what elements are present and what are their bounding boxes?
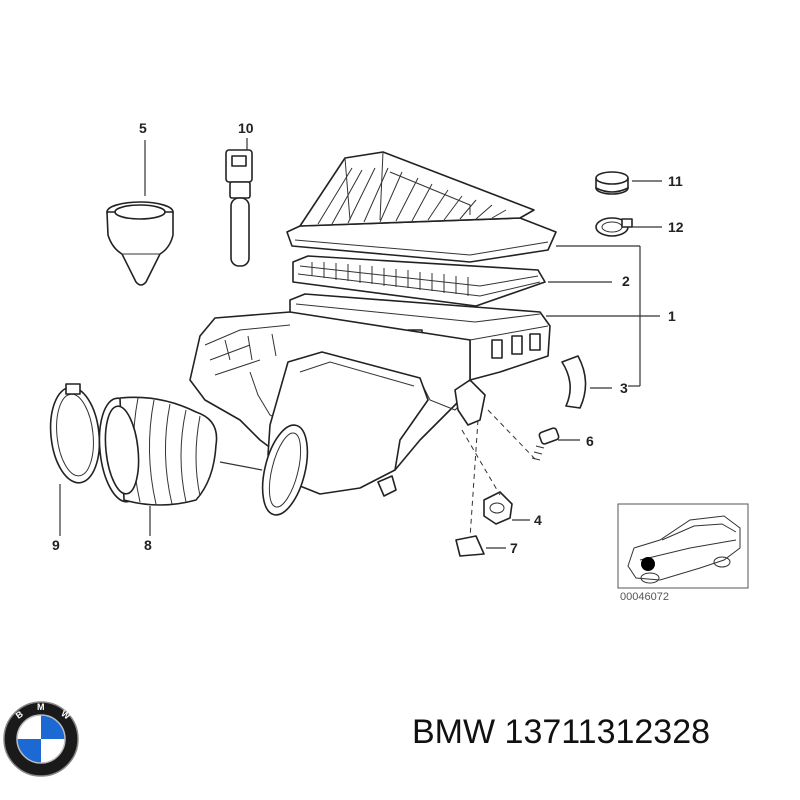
part-11-cap: [595, 171, 662, 195]
inset-reference-code: 00046072: [620, 591, 669, 603]
air-filter-housing-base: [189, 293, 551, 516]
callout-10: 10: [238, 120, 254, 136]
callout-5: 5: [139, 120, 147, 136]
callout-12: 12: [668, 219, 684, 235]
callout-7: 7: [510, 540, 518, 556]
air-filter-lid: [286, 151, 557, 263]
part-7-clip: [455, 535, 506, 557]
callout-3: 3: [620, 380, 628, 396]
svg-text:M: M: [37, 702, 45, 712]
assembly-lines: [461, 409, 537, 539]
location-marker: [641, 557, 655, 571]
part-9-clamp: [49, 383, 101, 536]
part-12-clamp: [595, 217, 662, 237]
svg-text:B: B: [14, 709, 25, 721]
part-8-intake-bellows: [98, 396, 263, 536]
part-4-mount: [483, 491, 530, 525]
bmw-logo: B M W: [3, 701, 79, 777]
part-3-strap: [561, 355, 612, 409]
leaders-1-2-3: [546, 245, 660, 387]
callout-1: 1: [668, 308, 676, 324]
callout-4: 4: [534, 512, 542, 528]
part-5-grommet: [106, 140, 174, 286]
vehicle-location-inset: 00046072: [617, 503, 749, 603]
callout-8: 8: [144, 537, 152, 553]
callout-9: 9: [52, 537, 60, 553]
part-number: 13711312328: [504, 713, 711, 751]
callout-6: 6: [586, 433, 594, 449]
callout-11: 11: [668, 173, 683, 189]
callout-2: 2: [622, 273, 630, 289]
part-10-sensor: [225, 138, 253, 267]
part-number-caption: BMW 13711312328: [412, 713, 792, 769]
part-6-valve: [531, 427, 580, 461]
filter-element: [292, 255, 546, 307]
brand-label: BMW: [412, 713, 496, 751]
